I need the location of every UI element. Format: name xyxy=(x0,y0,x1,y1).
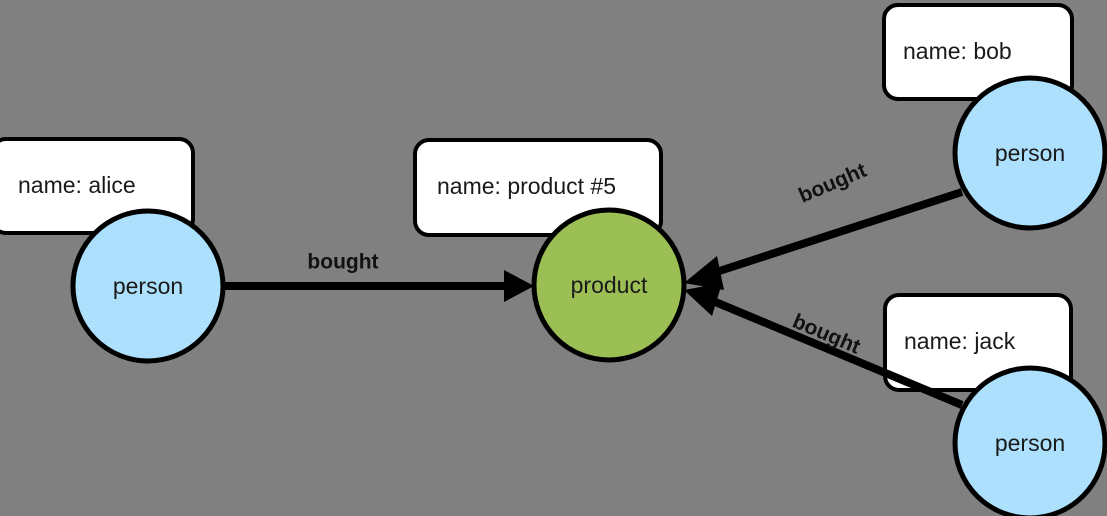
property-box-label: name: bob xyxy=(903,38,1012,64)
edge-arrowhead xyxy=(684,283,722,316)
edge-label-alice-bought: bought xyxy=(307,251,378,274)
node-type-label: person xyxy=(113,273,183,299)
node-type-label: person xyxy=(995,140,1065,166)
property-box-label: name: jack xyxy=(904,328,1016,354)
node-circle xyxy=(952,75,1107,231)
node-type-label: product xyxy=(571,272,648,298)
node-bob[interactable]: person xyxy=(952,75,1107,231)
edge-bob-bought-product[interactable] xyxy=(684,188,964,290)
edge-alice-bought-product[interactable] xyxy=(225,270,534,302)
node-circle xyxy=(952,365,1107,516)
node-type-label: person xyxy=(995,430,1065,456)
edges xyxy=(225,188,964,409)
node-alice[interactable]: person xyxy=(70,208,226,364)
property-box-label: name: alice xyxy=(18,172,136,198)
edge-jack-bought-product[interactable] xyxy=(684,283,964,409)
edge-line xyxy=(699,292,964,409)
edge-arrowhead xyxy=(504,270,534,302)
property-box-label: name: product #5 xyxy=(437,173,616,199)
nodes: person product person person xyxy=(70,75,1107,516)
node-circle xyxy=(531,207,687,363)
property-box-jack[interactable]: name: jack xyxy=(883,293,1073,392)
node-jack[interactable]: person xyxy=(952,365,1107,516)
node-product5[interactable]: product xyxy=(531,207,687,363)
edge-arrowhead xyxy=(684,256,724,290)
node-circle xyxy=(70,208,226,364)
edge-line xyxy=(699,188,964,281)
